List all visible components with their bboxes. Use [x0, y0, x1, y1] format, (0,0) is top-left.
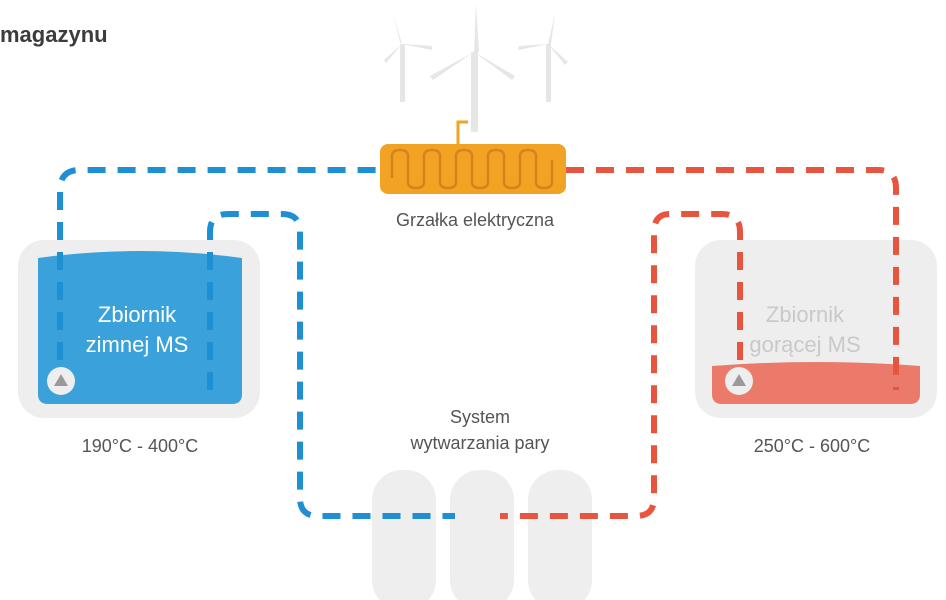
steam-generator-unit: [528, 470, 592, 600]
hot-tank-temperature: 250°C - 600°C: [753, 436, 871, 456]
cold-line: [57, 167, 455, 519]
wind-turbine-icon: [384, 4, 568, 132]
hot-line: [500, 167, 899, 519]
pump-icon: [47, 367, 75, 395]
heater-coil-icon: [380, 144, 566, 194]
pump-icon: [725, 367, 753, 395]
cold-tank-label: Zbiornik zimnej MS: [52, 300, 222, 360]
steam-generator-unit: [450, 470, 514, 600]
steam-system-line1: System: [449, 407, 510, 427]
hot-tank-line1: Zbiornik: [765, 302, 845, 327]
turbine-connector: [456, 120, 468, 144]
cold-tank-line1: Zbiornik: [97, 302, 177, 327]
hot-tank-label: Zbiornik gorącej MS: [720, 300, 890, 360]
page-title: magazynu: [0, 22, 108, 47]
steam-system-label: System wytwarzania pary: [380, 404, 580, 456]
steam-generator-unit: [372, 470, 436, 600]
steam-system-line2: wytwarzania pary: [410, 433, 550, 453]
cold-tank-line2: zimnej MS: [85, 332, 189, 357]
cold-tank: [38, 251, 242, 404]
heater-label: Grzałka elektryczna: [395, 210, 555, 230]
cold-tank-temperature: 190°C - 400°C: [81, 436, 199, 456]
hot-tank-liquid: [712, 362, 920, 404]
hot-tank-line2: gorącej MS: [749, 332, 861, 357]
